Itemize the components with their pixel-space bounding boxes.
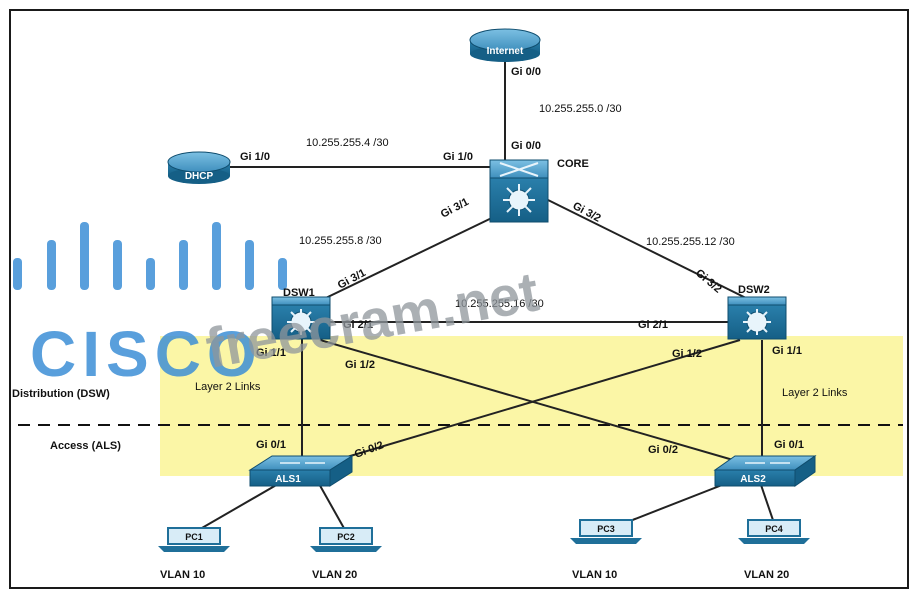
- pc1-label: PC1: [185, 532, 203, 542]
- link-core-dsw1: [304, 213, 501, 309]
- pc4-laptop-icon[interactable]: PC4: [738, 519, 810, 544]
- if-dsw1-gi21: Gi 2/1: [343, 319, 373, 331]
- if-dsw2-gi21: Gi 2/1: [638, 319, 668, 331]
- if-core-gi00: Gi 0/0: [511, 140, 541, 152]
- pc3-label: PC3: [597, 524, 615, 534]
- if-internet-gi00: Gi 0/0: [511, 66, 541, 78]
- links: [194, 58, 776, 533]
- access-zone-label: Access (ALS): [50, 440, 121, 452]
- distribution-zone-label: Distribution (DSW): [12, 388, 110, 400]
- dsw1-label: DSW1: [283, 287, 315, 299]
- als2-label: ALS2: [740, 474, 766, 485]
- cisco-watermark-text: CISCO: [30, 318, 263, 390]
- pc4-label: PC4: [765, 524, 783, 534]
- pc2-laptop-icon[interactable]: PC2: [310, 527, 382, 552]
- if-als2-gi02: Gi 0/2: [648, 444, 678, 456]
- layer2-zone-highlight: [160, 336, 903, 476]
- als1-switch-icon[interactable]: ALS1: [248, 455, 354, 487]
- layer2-links-left: Layer 2 Links: [195, 381, 261, 393]
- dsw2-label: DSW2: [738, 284, 770, 296]
- core-label: CORE: [557, 158, 589, 170]
- if-als1-gi01: Gi 0/1: [256, 439, 286, 451]
- link-core-dsw2: [547, 199, 751, 301]
- dhcp-router-icon[interactable]: DHCP: [167, 151, 231, 184]
- dhcp-label: DHCP: [185, 171, 214, 182]
- dsw1-switch-icon[interactable]: [271, 296, 331, 340]
- pc1-vlan-label: VLAN 10: [160, 569, 205, 581]
- cisco-bars-icon: [13, 222, 287, 290]
- internet-router-icon[interactable]: Internet: [469, 28, 541, 62]
- subnet-internet-core: 10.255.255.0 /30: [539, 103, 622, 115]
- pc3-laptop-icon[interactable]: PC3: [570, 519, 642, 544]
- link-dsw2-als1: [329, 339, 741, 463]
- if-core-gi10: Gi 1/0: [443, 151, 473, 163]
- subnet-core-dsw2: 10.255.255.12 /30: [646, 236, 735, 248]
- if-dsw2-gi12: Gi 1/2: [672, 348, 702, 360]
- pc2-label: PC2: [337, 532, 355, 542]
- if-dhcp-gi10: Gi 1/0: [240, 151, 270, 163]
- subnet-dsw1-dsw2: 10.255.255.16 /30: [455, 298, 544, 310]
- subnet-core-dsw1: 10.255.255.8 /30: [299, 235, 382, 247]
- if-dsw1-gi31: Gi 3/1: [336, 267, 368, 292]
- link-als1-pc2: [317, 481, 346, 531]
- if-als2-gi01: Gi 0/1: [774, 439, 804, 451]
- als2-switch-icon[interactable]: ALS2: [713, 455, 817, 487]
- pc4-vlan-label: VLAN 20: [744, 569, 789, 581]
- cisco-watermark: CISCO: [13, 222, 287, 390]
- if-dsw1-gi11: Gi 1/1: [256, 347, 286, 359]
- core-switch-icon[interactable]: [489, 159, 549, 223]
- link-als1-pc1: [194, 479, 286, 533]
- if-core-gi31: Gi 3/1: [439, 196, 471, 221]
- subnet-dhcp-core: 10.255.255.4 /30: [306, 137, 389, 149]
- pc3-vlan-label: VLAN 10: [572, 569, 617, 581]
- if-core-gi32: Gi 3/2: [571, 200, 603, 225]
- internet-label: Internet: [487, 46, 524, 57]
- link-dsw1-als2: [319, 339, 741, 463]
- if-dsw2-gi32: Gi 3/2: [693, 267, 724, 295]
- pc2-vlan-label: VLAN 20: [312, 569, 357, 581]
- layer2-links-right: Layer 2 Links: [782, 387, 848, 399]
- if-dsw2-gi11: Gi 1/1: [772, 345, 802, 357]
- if-dsw1-gi12: Gi 1/2: [345, 359, 375, 371]
- dsw2-switch-icon[interactable]: [727, 296, 787, 340]
- pc1-laptop-icon[interactable]: PC1: [158, 527, 230, 552]
- als1-label: ALS1: [275, 474, 301, 485]
- link-als2-pc4: [759, 481, 776, 527]
